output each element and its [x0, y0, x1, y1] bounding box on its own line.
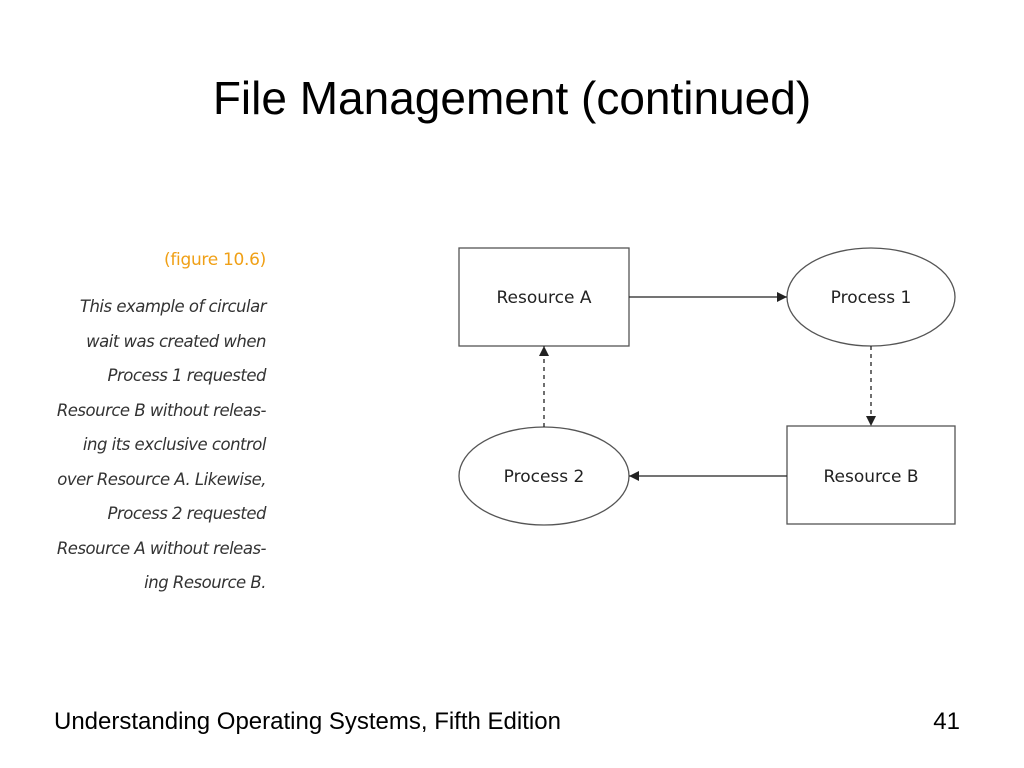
caption-line: over Resource A. Likewise, [57, 469, 266, 489]
slide-title: File Management (continued) [212, 72, 812, 124]
caption-line: Process 2 requested [107, 504, 267, 523]
resource-b-label: Resource B [823, 467, 918, 487]
caption-text: This example of circular wait was create… [30, 290, 267, 601]
caption-line: Resource B without releas- [56, 400, 267, 420]
resource-a-label: Resource A [497, 288, 592, 308]
process-2-label: Process 2 [504, 467, 585, 487]
resource-a-node: Resource A [458, 247, 630, 347]
footer-page-number: 41 [933, 708, 960, 735]
caption-line: ing Resource B. [144, 573, 266, 592]
caption-line: Resource A without releas- [56, 538, 267, 558]
figure-caption: (figure 10.6) This example of circular w… [30, 246, 267, 601]
circular-wait-diagram: Resource A Process 1 Resource B Process … [458, 247, 956, 526]
process-2-node: Process 2 [458, 426, 630, 526]
caption-line: Process 1 requested [107, 366, 267, 385]
caption-line: wait was created when [86, 331, 266, 351]
caption-line: This example of circular [79, 297, 267, 316]
process-1-node: Process 1 [786, 247, 956, 347]
footer-book-title: Understanding Operating Systems, Fifth E… [54, 708, 561, 735]
caption-line: ing its exclusive control [82, 435, 267, 454]
process-1-label: Process 1 [831, 288, 912, 308]
figure-label: (figure 10.6) [164, 250, 266, 270]
resource-b-node: Resource B [786, 425, 956, 525]
